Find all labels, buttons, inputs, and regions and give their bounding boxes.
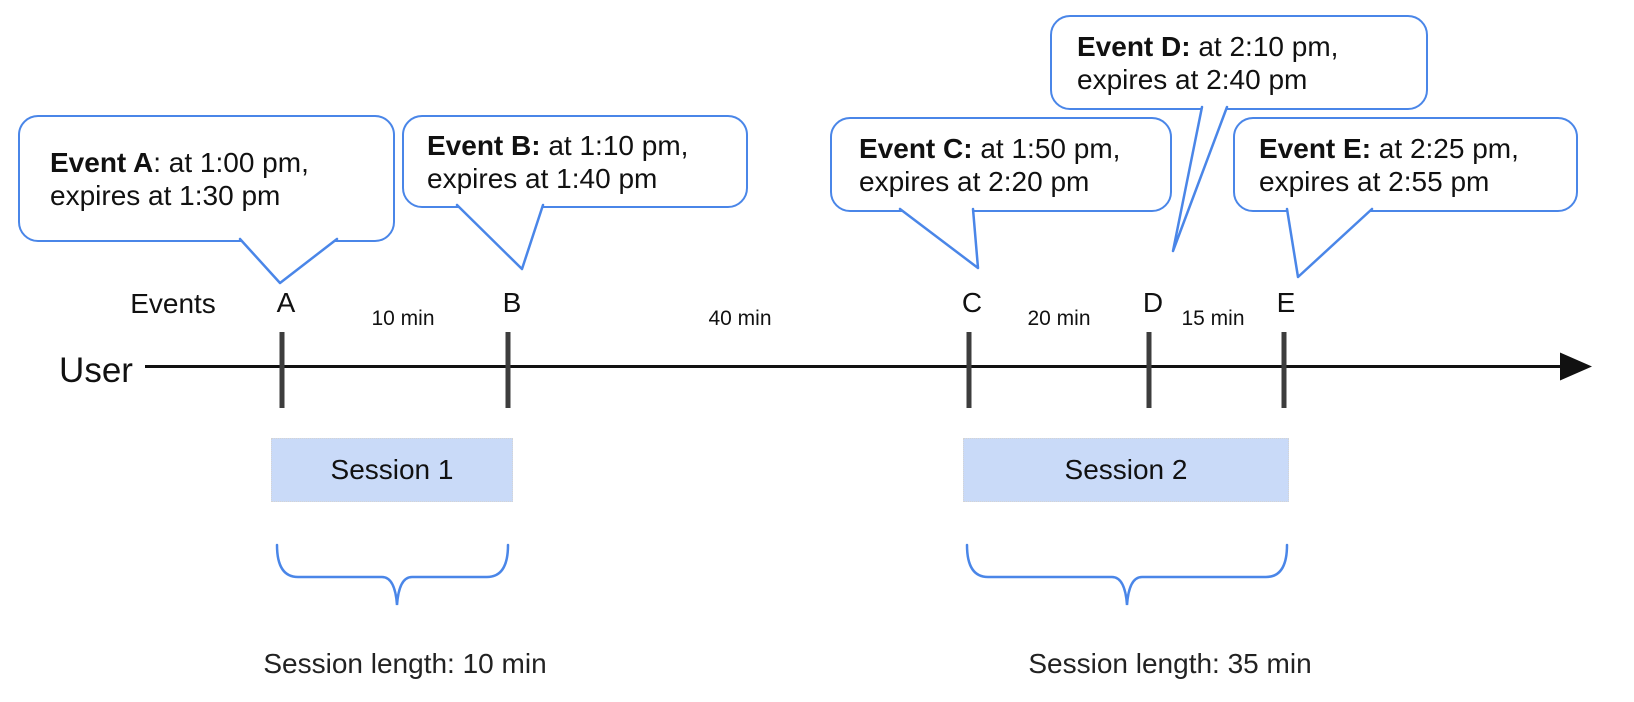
marker-label-a: A	[276, 287, 296, 318]
marker-label-b: B	[502, 287, 522, 318]
callout-time: at 2:10 pm,	[1190, 30, 1339, 62]
marker-label-e: E	[1276, 287, 1296, 318]
callout-event-name: Event C:	[859, 132, 973, 164]
interval-label-de: 15 min	[1181, 307, 1245, 330]
callout-line: Event A: at 1:00 pm,	[50, 146, 393, 179]
interval-label-ab: 10 min	[371, 307, 435, 330]
callout-expiry: expires at 2:20 pm	[859, 165, 1090, 197]
callout-event-a: Event A: at 1:00 pm, expires at 1:30 pm	[18, 115, 395, 242]
arrowhead-icon	[1560, 352, 1592, 381]
callout-line: Event E: at 2:25 pm,	[1259, 132, 1576, 165]
events-row-label: Events	[130, 288, 216, 319]
callout-expiry: expires at 1:30 pm	[50, 179, 281, 211]
callout-time: at 2:25 pm,	[1371, 132, 1519, 164]
callout-tail-c-icon	[898, 207, 980, 270]
callout-expiry: expires at 2:40 pm	[1077, 63, 1308, 95]
callout-time: : at 1:00 pm,	[153, 146, 309, 178]
callout-event-name: Event A	[50, 146, 154, 178]
interval-label-bc: 40 min	[708, 307, 772, 330]
callout-expiry: expires at 2:55 pm	[1259, 165, 1490, 197]
callout-event-b: Event B: at 1:10 pm, expires at 1:40 pm	[402, 115, 748, 208]
session-2-brace-icon	[965, 543, 1289, 606]
callout-event-name: Event D:	[1077, 30, 1191, 62]
callout-event-e: Event E: at 2:25 pm, expires at 2:55 pm	[1233, 117, 1578, 212]
session-1-box: Session 1	[271, 438, 513, 502]
interval-label-cd: 20 min	[1027, 307, 1091, 330]
session-2-length-label: Session length: 35 min	[1028, 648, 1312, 679]
marker-label-c: C	[961, 287, 983, 318]
callout-tail-e-icon	[1285, 207, 1374, 279]
callout-tail-d-icon	[1171, 105, 1229, 253]
callout-event-c: Event C: at 1:50 pm, expires at 2:20 pm	[830, 117, 1172, 212]
callout-line: Event D: at 2:10 pm,	[1077, 30, 1426, 63]
session-1-length-label: Session length: 10 min	[263, 648, 547, 679]
session-1-label: Session 1	[330, 454, 454, 485]
session-2-label: Session 2	[1064, 454, 1188, 485]
timeline-axis	[145, 332, 1592, 408]
callout-event-d: Event D: at 2:10 pm, expires at 2:40 pm	[1050, 15, 1428, 110]
session-2-box: Session 2	[963, 438, 1289, 502]
callout-time: at 1:50 pm,	[972, 132, 1121, 164]
session-1-brace-icon	[275, 543, 510, 606]
callout-event-name: Event B:	[427, 129, 541, 161]
user-axis-label: User	[59, 351, 133, 390]
callout-tail-b-icon	[455, 203, 545, 271]
callout-event-name: Event E:	[1259, 132, 1372, 164]
marker-label-d: D	[1142, 287, 1164, 318]
callout-expiry: expires at 1:40 pm	[427, 162, 658, 194]
callout-tail-a-icon	[238, 237, 339, 285]
callout-line: Event B: at 1:10 pm,	[427, 129, 746, 162]
callout-time: at 1:10 pm,	[540, 129, 689, 161]
callout-line: Event C: at 1:50 pm,	[859, 132, 1170, 165]
